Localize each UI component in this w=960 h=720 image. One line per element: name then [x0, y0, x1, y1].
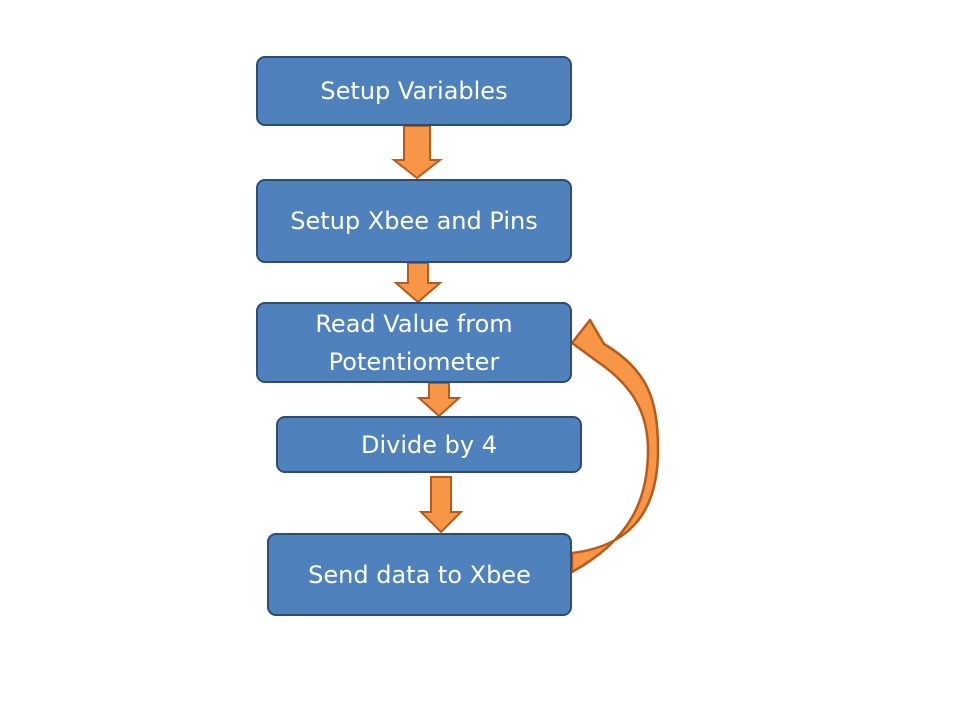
- step-label: Setup Xbee and Pins: [290, 207, 538, 235]
- step-send-data-to-xbee: Send data to Xbee: [267, 533, 572, 616]
- step-divide-by-4: Divide by 4: [276, 416, 582, 473]
- loop-back-arrow: [570, 318, 660, 574]
- step-setup-xbee-and-pins: Setup Xbee and Pins: [256, 179, 572, 263]
- step-label: Setup Variables: [320, 77, 508, 105]
- arrow-divide-to-send-data: [418, 476, 464, 534]
- step-label: Send data to Xbee: [308, 560, 531, 589]
- step-label: Read Value from Potentiometer: [315, 309, 513, 376]
- step-label: Divide by 4: [361, 430, 497, 459]
- arrow-read-value-to-divide: [416, 382, 462, 418]
- step-read-value-from-potentiometer: Read Value from Potentiometer: [256, 302, 572, 383]
- arrow-setup-xbee-to-read-value: [393, 262, 443, 304]
- step-setup-variables: Setup Variables: [256, 56, 572, 126]
- arrow-setup-variables-to-setup-xbee: [391, 125, 443, 180]
